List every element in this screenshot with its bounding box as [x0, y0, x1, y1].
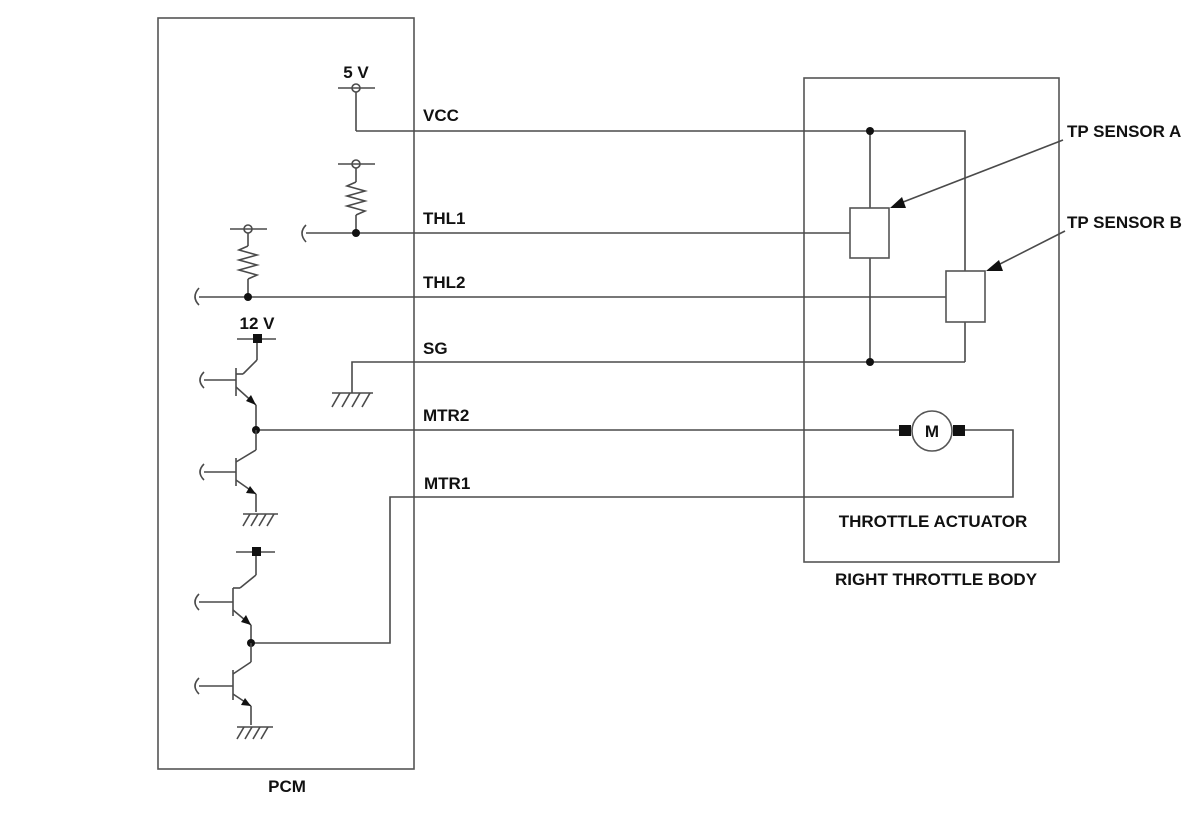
signal-mtr1-label: MTR1 — [424, 474, 470, 493]
pullup-thl2 — [230, 224, 267, 297]
transistor-q2-icon — [199, 430, 257, 512]
supply-12v-label: 12 V — [240, 314, 276, 333]
tp-sensor-b-label: TP SENSOR B — [1067, 213, 1182, 232]
signal-mtr2-label: MTR2 — [423, 406, 469, 425]
tp-sensor-a-label: TP SENSOR A — [1067, 122, 1181, 141]
motor-symbol: M — [925, 422, 939, 441]
transistor-q3-icon — [194, 587, 252, 643]
supply-12v-b — [236, 547, 275, 589]
signal-sg-label: SG — [423, 339, 448, 358]
tp-sensor-a — [849, 207, 890, 259]
motor-icon — [899, 410, 965, 452]
input-squiggle-thl2 — [194, 287, 200, 306]
input-squiggle-thl1 — [301, 224, 307, 243]
node-sg-sensor — [866, 358, 874, 366]
pcm-box — [157, 17, 415, 770]
node-thl2 — [244, 293, 252, 301]
ground-sg-icon — [331, 392, 373, 408]
throttle-actuator-label: THROTTLE ACTUATOR — [839, 512, 1028, 531]
supply-5v-label: 5 V — [343, 63, 369, 82]
wire-sg — [351, 361, 965, 393]
pcm-label: PCM — [268, 777, 306, 796]
signal-thl1-label: THL1 — [423, 209, 466, 228]
transistor-q1-icon — [199, 368, 257, 430]
ground-q4-icon — [236, 726, 273, 740]
throttle-body-box — [803, 77, 1060, 563]
node-vcc-sensor — [866, 127, 874, 135]
leader-tp-sensor-a — [897, 139, 1064, 205]
tp-sensor-b — [945, 270, 986, 323]
ground-q2-icon — [242, 513, 278, 527]
pullup-thl1 — [338, 159, 375, 233]
transistor-q4-icon — [194, 643, 252, 725]
wire-motor-return — [251, 429, 1014, 644]
resistor-thl1 — [344, 181, 368, 216]
supply-5v — [338, 83, 375, 131]
resistor-thl2 — [236, 245, 260, 280]
leader-tp-sensor-b — [995, 230, 1066, 267]
throttle-body-label: RIGHT THROTTLE BODY — [835, 570, 1038, 589]
signal-thl2-label: THL2 — [423, 273, 466, 292]
signal-vcc-label: VCC — [423, 106, 459, 125]
node-thl1 — [352, 229, 360, 237]
arrow-tp-sensor-a-icon — [890, 197, 906, 208]
supply-12v — [237, 334, 276, 375]
arrow-tp-sensor-b-icon — [986, 260, 1003, 271]
